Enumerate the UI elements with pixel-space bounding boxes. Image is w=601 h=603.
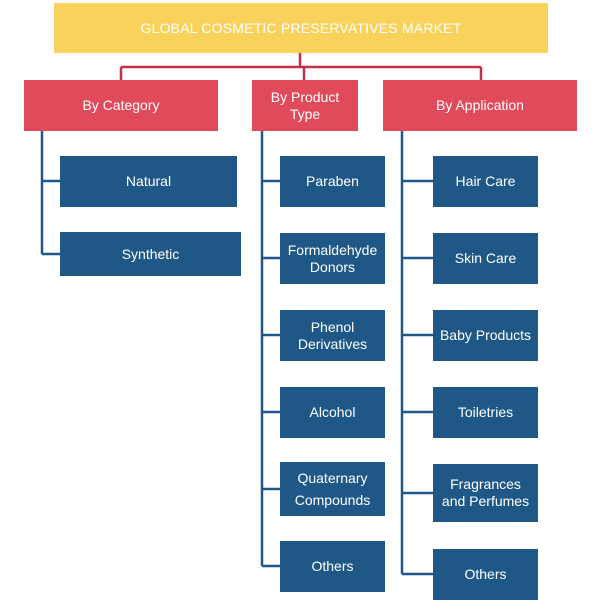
leaf-others-application: Others bbox=[433, 549, 538, 600]
leaf-label: Fragrances and Perfumes bbox=[441, 476, 530, 509]
leaf-label: Formaldehyde Donors bbox=[287, 241, 378, 275]
leaf-label: Toiletries bbox=[457, 404, 514, 421]
leaf-label: Synthetic bbox=[121, 245, 180, 262]
leaf-label: Paraben bbox=[306, 173, 359, 190]
leaf-fragrances-and-perfumes: Fragrances and Perfumes bbox=[433, 464, 538, 522]
leaf-label: Others bbox=[464, 566, 507, 583]
leaf-label: Skin Care bbox=[454, 250, 517, 267]
diagram-title: GLOBAL COSMETIC PRESERVATIVES MARKET bbox=[54, 3, 548, 53]
leaf-formaldehyde-donors: Formaldehyde Donors bbox=[280, 233, 385, 284]
leaf-skin-care: Skin Care bbox=[433, 233, 538, 284]
leaf-label: Quaternary Compounds bbox=[294, 469, 371, 508]
leaf-phenol-derivatives: Phenol Derivatives bbox=[280, 310, 385, 361]
leaf-baby-products: Baby Products bbox=[433, 310, 538, 361]
leaf-label: Hair Care bbox=[455, 173, 516, 190]
category-label: By Product Type bbox=[270, 88, 340, 122]
leaf-hair-care: Hair Care bbox=[433, 156, 538, 207]
leaf-natural: Natural bbox=[60, 156, 237, 207]
leaf-label: Baby Products bbox=[439, 327, 532, 344]
leaf-synthetic: Synthetic bbox=[60, 232, 241, 276]
leaf-label: Others bbox=[311, 558, 354, 575]
leaf-quaternary-compounds: Quaternary Compounds bbox=[280, 462, 385, 516]
leaf-paraben: Paraben bbox=[280, 156, 385, 207]
leaf-alcohol: Alcohol bbox=[280, 387, 385, 438]
category-head-by-category: By Category bbox=[24, 80, 218, 131]
leaf-label: Alcohol bbox=[309, 404, 356, 421]
category-label: By Application bbox=[436, 97, 524, 114]
leaf-toiletries: Toiletries bbox=[433, 387, 538, 438]
category-label: By Category bbox=[82, 97, 160, 114]
leaf-others-product-type: Others bbox=[280, 541, 385, 592]
leaf-label: Phenol Derivatives bbox=[297, 318, 368, 352]
category-head-by-application: By Application bbox=[383, 80, 577, 131]
category-head-by-product-type: By Product Type bbox=[252, 80, 358, 131]
leaf-label: Natural bbox=[125, 173, 172, 190]
